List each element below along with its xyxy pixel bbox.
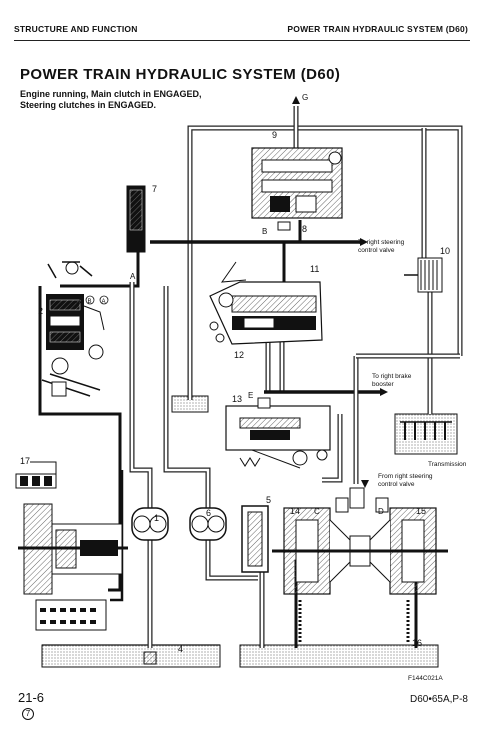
- header-rule: [14, 40, 470, 41]
- component-5-oil-filter: [241, 505, 269, 573]
- bevel-gear-shaft: [272, 487, 448, 567]
- port-a: A: [130, 272, 136, 281]
- callout-9: 9: [272, 130, 277, 140]
- header-page-topic: POWER TRAIN HYDRAULIC SYSTEM (D60): [287, 24, 468, 34]
- footer-page-number: 21-6: [18, 690, 45, 705]
- component-1-gear-pump: [131, 507, 169, 541]
- transmission-case: [394, 413, 458, 455]
- callout-10: 10: [440, 246, 450, 256]
- callout-11: 11: [310, 264, 319, 274]
- tank-strainer-left: [143, 651, 157, 665]
- callout-3: 3: [76, 296, 81, 306]
- callout-6: 6: [206, 508, 211, 518]
- left-oil-tank: [41, 644, 221, 668]
- position-b-circled: B: [88, 299, 92, 305]
- component-6-gear-pump: [189, 507, 227, 541]
- component-11-steering-valve: [209, 261, 323, 345]
- header-section-title: STRUCTURE AND FUNCTION: [14, 24, 138, 34]
- label-to-right-brake-2: booster: [372, 381, 395, 388]
- callout-7: 7: [152, 184, 157, 194]
- footer-model-code: D60•65A,P-8: [410, 694, 468, 705]
- callout-17: 17: [20, 456, 30, 466]
- component-13-brake-valve: [225, 397, 331, 469]
- label-to-right-steering-1: To right steering: [358, 239, 405, 246]
- flow-labels: To right steering control valve To right…: [358, 239, 467, 682]
- component-7-oil-reservoir: [126, 185, 146, 253]
- right-oil-tank: [239, 644, 439, 668]
- label-from-right-steering-1: From right steering: [378, 473, 433, 480]
- callout-8: 8: [302, 224, 307, 234]
- callout-12: 12: [234, 350, 244, 360]
- page-title: POWER TRAIN HYDRAULIC SYSTEM (D60): [20, 66, 341, 83]
- component-16-strainer-column: [298, 600, 410, 644]
- label-to-right-steering-2: control valve: [358, 247, 395, 254]
- condition-line-1: Engine running, Main clutch in ENGAGED,: [20, 89, 202, 99]
- component-17-strainer-block: [15, 473, 57, 489]
- port-e: E: [248, 391, 253, 400]
- port-d: D: [378, 507, 384, 516]
- callout-16: 16: [412, 638, 422, 648]
- callout-5: 5: [266, 495, 271, 505]
- position-a-circled: A: [102, 299, 106, 305]
- callout-1: 1: [154, 513, 159, 523]
- figure-code: F144C021A: [408, 675, 443, 682]
- condition-line-2: Steering clutches in ENGAGED.: [20, 100, 157, 110]
- main-clutch-assembly: [18, 503, 128, 631]
- callout-2: 2: [38, 306, 43, 316]
- footer-revision-mark: 7: [22, 708, 34, 720]
- component-10-oil-cooler: [404, 257, 443, 293]
- callout-15: 15: [416, 506, 426, 516]
- callout-13: 13: [232, 394, 242, 404]
- flow-arrows: [292, 96, 388, 488]
- callout-4: 4: [178, 644, 183, 654]
- port-b: B: [262, 227, 267, 236]
- label-transmission: Transmission: [428, 461, 467, 468]
- label-from-right-steering-2: control valve: [378, 481, 415, 488]
- callout-14: 14: [290, 506, 300, 516]
- label-to-right-brake-1: To right brake: [372, 373, 412, 380]
- component-9-control-valve: [251, 147, 343, 231]
- port-g: G: [302, 93, 308, 102]
- callouts: 1 2 3 4 5 6 7 8 9 10 11 12 13 14 15 16 1…: [20, 93, 450, 654]
- port-c: C: [314, 507, 320, 516]
- component-2-main-clutch-valve: [41, 261, 105, 397]
